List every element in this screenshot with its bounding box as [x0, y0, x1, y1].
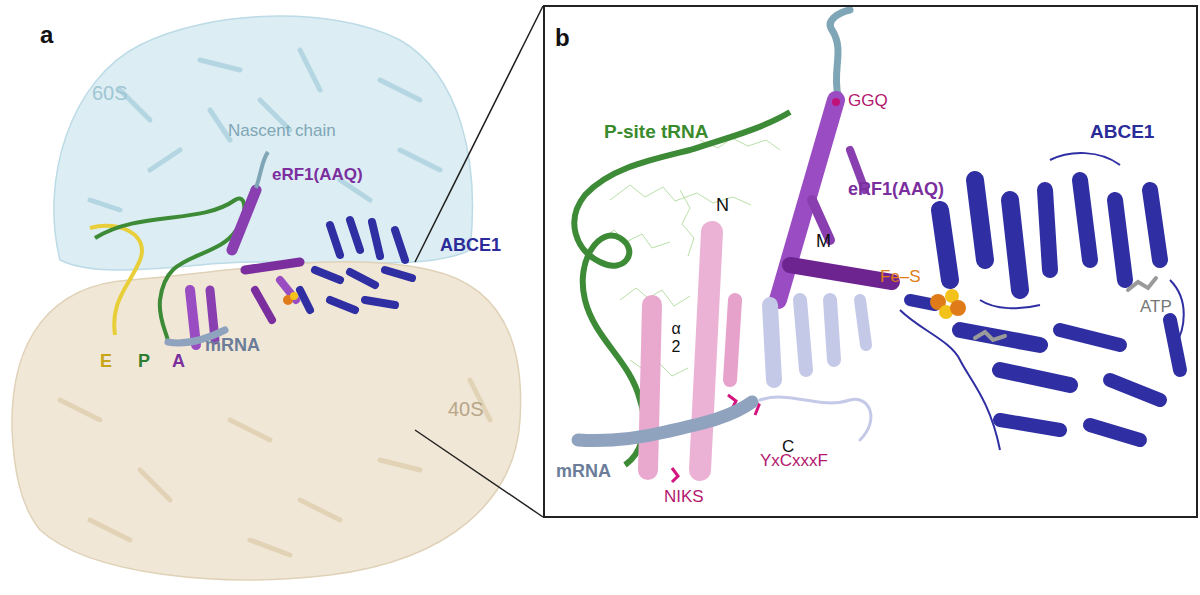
panel-letter: b — [555, 25, 570, 51]
abce1-structure — [910, 180, 1180, 440]
nascent-chain — [256, 152, 268, 188]
chain-name: Nascent chain — [228, 122, 336, 141]
erf1-c-domain — [760, 300, 871, 440]
nascent-chain — [830, 10, 850, 95]
protein-name: eRF1(AAQ) — [848, 180, 944, 200]
large-subunit-helices — [90, 50, 440, 210]
rna-name: mRNA — [205, 336, 260, 356]
p-site-trna — [574, 112, 790, 465]
large-subunit — [54, 16, 473, 270]
mrna-strand — [578, 402, 752, 441]
p-site-trna — [95, 198, 244, 342]
small-subunit — [12, 262, 521, 580]
panel-frame: b — [543, 5, 1198, 518]
ligand-name: ATP — [1140, 298, 1172, 317]
iron-sulfur-cluster — [290, 292, 298, 300]
zoom-line — [415, 430, 543, 517]
motif-name: GGQ — [848, 92, 888, 111]
protein-name: eRF1(AAQ) — [272, 166, 363, 185]
protein-name: ABCE1 — [440, 236, 501, 256]
rna-name: P-site tRNA — [604, 122, 709, 143]
cluster-name: Fe–S — [880, 268, 921, 287]
subunit-name: 40S — [448, 398, 484, 420]
panel-letter: a — [40, 22, 53, 48]
erf1-structure — [190, 190, 300, 345]
site-letter: A — [172, 352, 185, 372]
e-site-trna — [90, 226, 142, 335]
erf1-m-domain — [778, 100, 892, 300]
ggq-motif — [832, 98, 840, 106]
helix-name: α 2 — [670, 320, 682, 355]
zoom-line — [415, 6, 543, 262]
small-subunit-helices — [60, 380, 490, 555]
motif-name: NIKS — [664, 488, 704, 507]
iron-sulfur-cluster — [930, 289, 966, 319]
domain-letter: M — [816, 232, 831, 252]
atp-molecule — [975, 278, 1156, 340]
domain-letter: N — [716, 196, 729, 216]
site-letter: E — [100, 352, 112, 372]
site-letter: P — [138, 352, 150, 372]
subunit-name: 60S — [92, 82, 128, 104]
motif-name: YxCxxxF — [760, 452, 828, 471]
rna-name: mRNA — [556, 462, 611, 482]
abce1-structure — [300, 220, 412, 310]
protein-name: ABCE1 — [1090, 122, 1154, 143]
